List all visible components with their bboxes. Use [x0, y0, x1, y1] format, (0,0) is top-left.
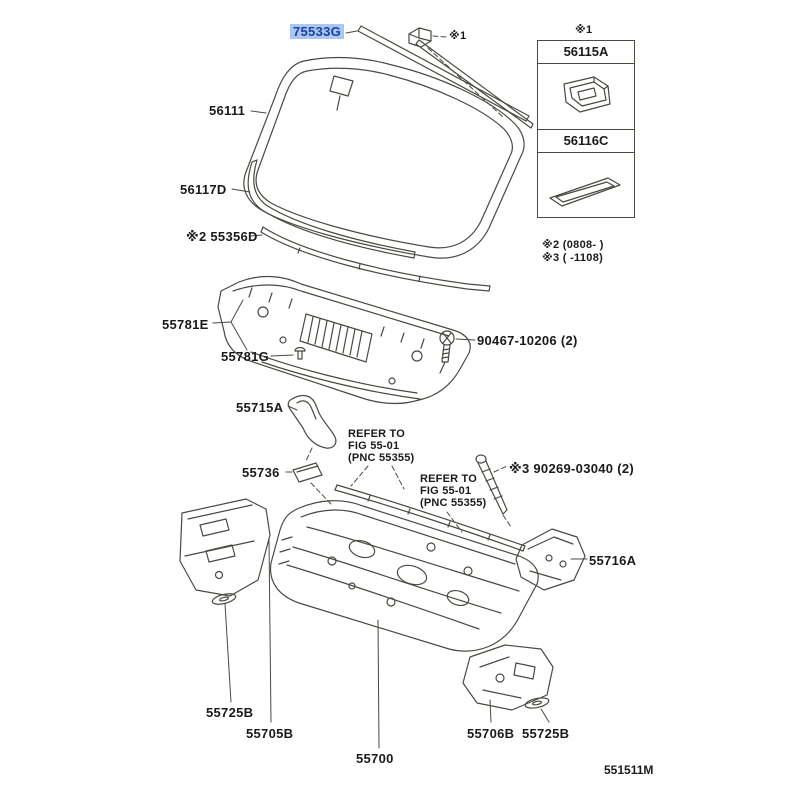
part-56116c-drawing — [549, 176, 621, 207]
leader-lines — [212, 30, 588, 749]
callout-55725b-right[interactable]: 55725B — [522, 726, 570, 741]
plate-55725b-right-drawing — [524, 697, 550, 709]
seal-strip-drawing — [334, 484, 526, 552]
variant-info-box: 56115A 56116C — [537, 40, 635, 218]
callout-55706b[interactable]: 55706B — [467, 726, 515, 741]
bolt-90467-drawing — [439, 330, 455, 374]
dashed-leader-lines — [305, 35, 512, 533]
diagram-id: 551511M — [604, 763, 654, 777]
callout-55705b[interactable]: 55705B — [246, 726, 294, 741]
callout-56117d[interactable]: 56117D — [180, 182, 227, 197]
callout-55781g[interactable]: 55781G — [221, 349, 270, 364]
callout-55736[interactable]: 55736 — [242, 465, 280, 480]
cowl-louver-drawing — [217, 275, 471, 405]
availability-note-1: ※2 (0808- ) — [542, 239, 604, 251]
callout-75533g[interactable]: 75533G — [290, 24, 345, 39]
cowl-panel-55700-drawing — [269, 500, 539, 652]
ref-mark-1-clip: ※1 — [449, 30, 467, 42]
refer-note-2: REFER TO FIG 55-01 (PNC 55355) — [420, 473, 487, 509]
info-box-part-56116c[interactable]: 56116C — [538, 130, 634, 153]
screw-90269-drawing — [475, 454, 508, 515]
molding-56117d-drawing — [247, 159, 416, 259]
refer-note-1: REFER TO FIG 55-01 (PNC 55355) — [348, 428, 415, 464]
callout-55356d[interactable]: ※2 55356D — [186, 229, 258, 244]
molding-strip-75533g-drawing — [357, 25, 534, 129]
plate-55725b-left-drawing — [211, 593, 237, 605]
callout-55700[interactable]: 55700 — [356, 751, 394, 766]
callout-55716a[interactable]: 55716A — [589, 553, 637, 568]
info-box-part-56115a[interactable]: 56115A — [538, 41, 634, 64]
callout-90269-03040[interactable]: ※3 90269-03040 (2) — [509, 461, 635, 476]
info-box-cell-56116c — [538, 153, 634, 218]
info-box-cell-56115a — [538, 64, 634, 130]
ref-mark-1-box: ※1 — [575, 24, 593, 36]
windshield-glass-drawing — [243, 56, 525, 259]
plate-55736-drawing — [292, 462, 323, 483]
clip-55781g-drawing — [294, 346, 306, 360]
part-56115a-drawing — [563, 76, 611, 113]
callout-90467-10206[interactable]: 90467-10206 (2) — [477, 333, 578, 348]
availability-note-2: ※3 ( -1108) — [542, 252, 604, 264]
clip-ref1-drawing — [408, 27, 432, 48]
strip-55356d-drawing — [260, 226, 491, 292]
callout-55725b-left[interactable]: 55725B — [206, 705, 254, 720]
callout-55781e[interactable]: 55781E — [162, 317, 209, 332]
bracket-55706b-drawing — [462, 644, 554, 711]
callout-56111[interactable]: 56111 — [209, 103, 246, 118]
callout-55715a[interactable]: 55715A — [236, 400, 284, 415]
side-bracket-left-drawing — [179, 498, 271, 597]
bracket-55715a-drawing — [287, 394, 337, 449]
bracket-55716a-drawing — [515, 528, 586, 591]
